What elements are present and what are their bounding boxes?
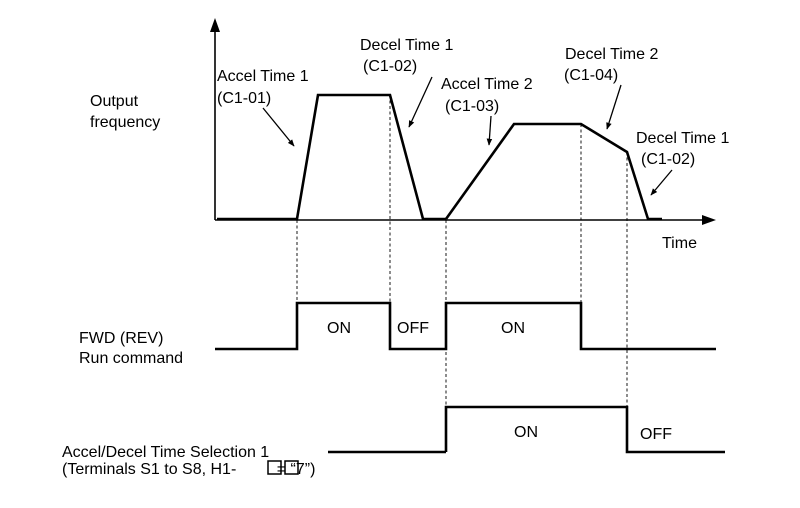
- y-axis-arrowhead: [210, 18, 220, 32]
- decel-time-1-pointer: [408, 76, 433, 128]
- frequency-waveform-1: [217, 93, 446, 221]
- run-command-label: FWD (REV) Run command: [79, 330, 183, 367]
- decel-time-1-final-pointer: [650, 169, 673, 196]
- run-command-signal: [215, 301, 716, 351]
- decel-time-1-label: Decel Time 1 (C1-02): [360, 37, 458, 75]
- run-state-on-2: ON: [501, 320, 525, 337]
- parameter-digit-box-1: [267, 460, 282, 475]
- parameter-digit-box-2: [284, 460, 299, 475]
- time-axis-label: Time: [662, 235, 697, 252]
- accel-decel-selection-signal: [444, 405, 725, 454]
- frequency-waveform-2: [444, 122, 662, 221]
- accel-decel-selection-label: Accel/Decel Time Selection 1: [62, 444, 269, 461]
- run-state-off: OFF: [397, 320, 429, 337]
- accel-time-1-pointer: [262, 107, 295, 147]
- decel-time-1-final-label: Decel Time 1 (C1-02): [636, 130, 734, 168]
- accel-time-2-label: Accel Time 2 (C1-03): [441, 76, 537, 115]
- run-state-on-1: ON: [327, 320, 351, 337]
- accel-decel-selection-terminals: (Terminals S1 to S8, H1- = “7”): [62, 461, 315, 478]
- selection-state-off: OFF: [640, 426, 672, 443]
- accel-time-1-label: Accel Time 1 (C1-01): [217, 68, 313, 107]
- x-axis-arrowhead: [702, 215, 716, 225]
- accel-time-2-pointer: [486, 115, 493, 146]
- output-frequency-label: Output frequency: [90, 93, 160, 131]
- decel-time-2-pointer: [606, 84, 622, 130]
- selection-state-on: ON: [514, 424, 538, 441]
- decel-time-2-label: Decel Time 2 (C1-04): [564, 46, 663, 84]
